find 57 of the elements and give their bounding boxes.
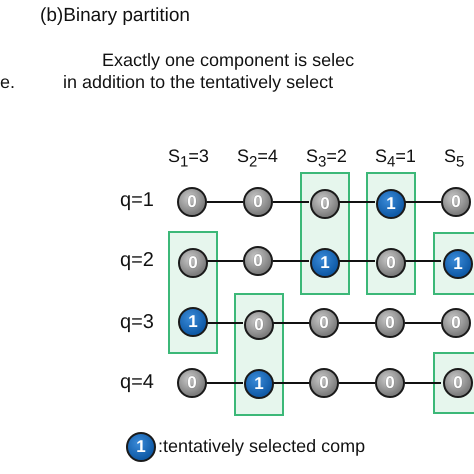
bit-circle: 1: [126, 432, 156, 462]
bit-circle: 0: [375, 308, 405, 338]
bit-circle: 0: [243, 187, 273, 217]
bit-circle: 0: [177, 187, 207, 217]
row-label: q=4: [120, 372, 154, 392]
connector-line: [405, 260, 441, 262]
bit-circle: 0: [376, 248, 406, 278]
bit-circle: 0: [244, 310, 274, 340]
selection-box: [234, 293, 284, 416]
parameter-label: S$_{3}$=2: [306, 146, 347, 173]
bit-circle: 1: [310, 248, 340, 278]
connector-line: [405, 322, 441, 324]
sentence: Exactly one component is selec: [102, 50, 354, 70]
parameter-label: S$_{1}$=3: [168, 146, 209, 173]
row-label: q=3: [120, 312, 154, 332]
selection-box: [300, 172, 350, 295]
connector-line: [207, 260, 243, 262]
connector-line: [273, 322, 309, 324]
row-label: q=2: [120, 250, 154, 270]
row-label: q=1: [120, 190, 154, 210]
bit-circle: 1: [244, 369, 274, 400]
connector-line: [207, 322, 243, 324]
bit-circle: 0: [441, 308, 471, 338]
connector-line: [339, 260, 375, 262]
bit-circle: 0: [309, 308, 339, 338]
bit-circle: 0: [375, 368, 405, 398]
connector-line: [339, 201, 375, 203]
bit-circle: 1: [376, 188, 406, 219]
bit-circle: 0: [243, 246, 273, 276]
selection-box: [168, 231, 218, 354]
connector-line: [339, 382, 375, 384]
selection-box: [433, 232, 474, 295]
bit-circle: 0: [178, 248, 208, 278]
connector-line: [207, 382, 243, 384]
connector-line: [405, 201, 441, 203]
bit-circle: 0: [310, 188, 340, 219]
connector-line: [339, 322, 375, 324]
sentence: in addition to the tentatively select: [63, 72, 334, 92]
connector-line: [273, 260, 309, 262]
parameter-label: S$_{2}$=4: [237, 146, 278, 173]
selection-box: [366, 172, 416, 295]
legend-text: :tentatively selected comp: [158, 436, 366, 456]
bit-circle: 0: [441, 187, 471, 217]
bit-circle: 0: [309, 368, 339, 398]
connector-line: [273, 382, 309, 384]
connector-line: [405, 382, 441, 384]
selection-box: [433, 352, 474, 414]
parameter-label: S$_{5}$: [444, 146, 464, 173]
title: (b)Binary partition: [40, 6, 190, 26]
connector-line: [273, 201, 309, 203]
bit-circle: 1: [178, 307, 208, 338]
text-fragment: e.: [0, 72, 16, 92]
bit-circle: 1: [443, 248, 473, 278]
parameter-label: S$_{4}$=1: [375, 146, 416, 173]
connector-line: [207, 201, 243, 203]
bit-circle: 0: [177, 368, 207, 398]
bit-circle: 0: [443, 368, 473, 398]
